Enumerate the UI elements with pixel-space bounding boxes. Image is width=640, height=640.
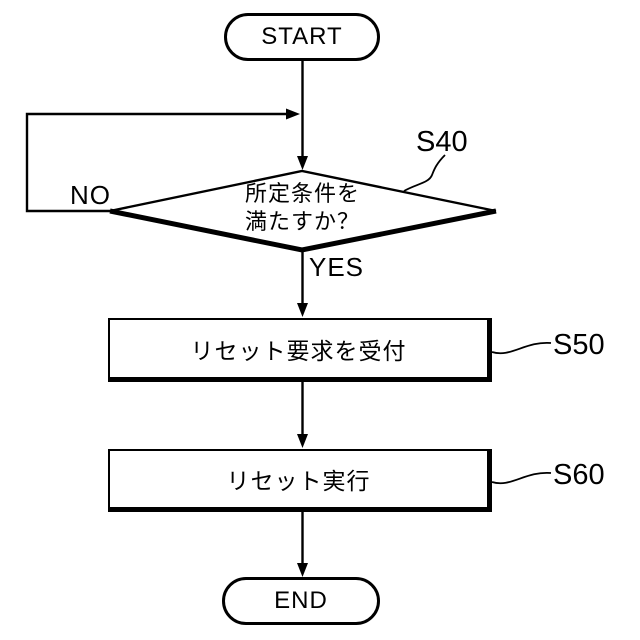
no-branch-label: NO — [70, 180, 111, 210]
decision-diamond-top-edges — [109, 169, 497, 213]
end-label: END — [274, 587, 328, 614]
end-node: END — [222, 577, 380, 625]
decision-node-text: 所定条件を 満たすか？ — [202, 180, 403, 236]
step-label-s40: S40 — [416, 126, 468, 158]
step-label-s50: S50 — [553, 329, 605, 361]
edge-no-loop — [25, 112, 286, 213]
decision-diamond-bottom-edges — [109, 208, 497, 253]
process-accept-reset-label: リセット要求を受付 — [190, 337, 407, 364]
process-execute-reset-label: リセット実行 — [226, 468, 371, 494]
arrowhead-into-process2 — [297, 434, 308, 448]
arrowhead-no-loop — [286, 108, 300, 120]
process-accept-reset-node: リセット要求を受付 — [108, 318, 492, 382]
process-execute-reset-node: リセット実行 — [108, 449, 492, 512]
decision-text-line1: 所定条件を — [244, 181, 360, 206]
leader-s40 — [403, 154, 446, 192]
leader-s60 — [491, 472, 552, 485]
arrowhead-into-process1 — [297, 303, 308, 317]
arrowhead-into-decision — [297, 156, 308, 170]
yes-branch-label: YES — [309, 252, 365, 282]
leader-s50 — [491, 342, 552, 355]
arrowhead-into-end — [297, 563, 308, 577]
start-label: START — [261, 23, 343, 50]
start-node: START — [224, 13, 380, 61]
decision-text-line2: 満たすか？ — [244, 209, 360, 234]
step-label-s60: S60 — [553, 459, 605, 491]
